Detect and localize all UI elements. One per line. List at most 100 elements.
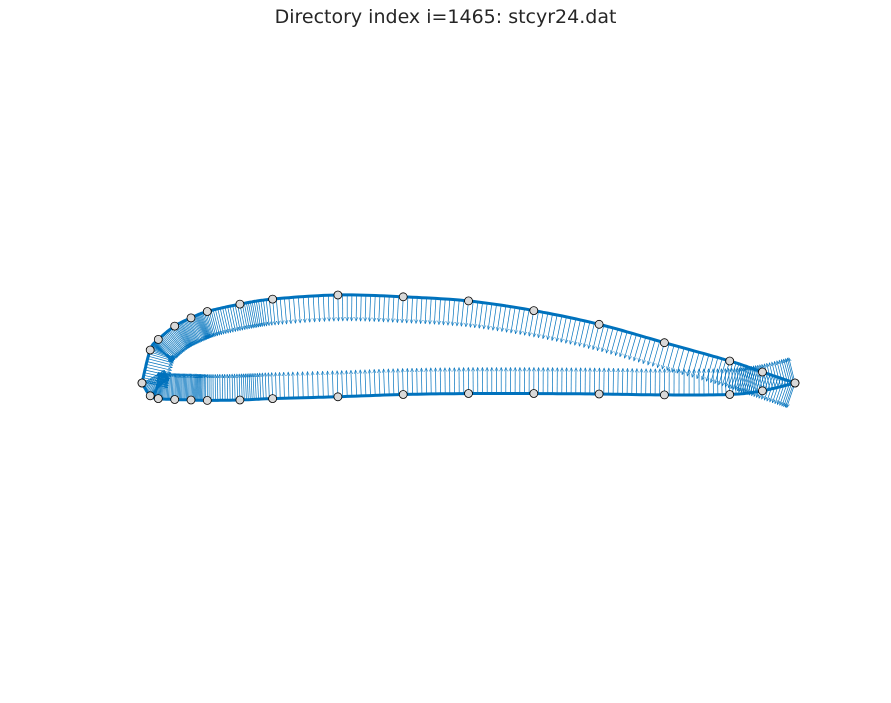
normal-arrow — [361, 295, 362, 321]
normal-arrow — [313, 295, 315, 322]
normal-arrow — [579, 320, 586, 346]
normal-arrow — [247, 302, 253, 329]
normal-arrow — [735, 368, 737, 395]
normal-arrow — [166, 331, 183, 352]
normal-arrow — [249, 374, 250, 400]
normal-arrow — [237, 374, 238, 401]
surface-point-marker — [529, 389, 539, 398]
normal-arrow — [275, 298, 278, 325]
normal-arrow — [667, 345, 675, 370]
normal-arrow — [203, 374, 204, 401]
normal-arrow — [174, 374, 175, 400]
surface-point-marker — [464, 389, 473, 398]
normal-arrow — [298, 372, 299, 398]
normal-arrow — [470, 301, 474, 327]
normal-arrow — [169, 373, 170, 400]
surface-point-marker — [170, 395, 180, 404]
normal-arrow — [195, 374, 196, 401]
normal-arrow — [157, 373, 161, 399]
normal-arrow — [430, 298, 431, 324]
normal-arrow — [620, 331, 628, 357]
normal-arrow — [384, 369, 385, 396]
surface-point-marker — [186, 395, 196, 405]
normal-arrow — [611, 329, 619, 354]
normal-arrow — [308, 296, 310, 322]
normal-arrow — [199, 374, 200, 401]
surface-point-marker — [268, 394, 278, 404]
normal-arrow — [265, 299, 269, 326]
normal-arrow — [165, 332, 183, 353]
surface-point-marker — [594, 319, 604, 329]
normal-arrow — [237, 304, 243, 331]
normal-arrow — [365, 295, 366, 321]
normal-arrow — [412, 368, 413, 395]
normal-arrow — [255, 301, 260, 327]
normal-arrow — [186, 374, 187, 400]
normal-arrow — [516, 308, 521, 334]
normal-arrow — [234, 305, 240, 331]
normal-arrow — [177, 323, 191, 347]
normal-arrow — [146, 361, 172, 368]
normal-arrow — [787, 358, 795, 384]
normal-arrow — [737, 368, 740, 395]
normal-arrow — [421, 368, 422, 395]
normal-arrow — [208, 310, 216, 336]
surface-point-marker — [398, 390, 408, 399]
normal-arrow — [215, 309, 221, 334]
normal-arrow — [170, 373, 171, 400]
surface-point-marker — [153, 394, 163, 404]
normal-arrow — [752, 366, 757, 392]
normal-arrow — [243, 374, 244, 400]
normal-arrow — [397, 296, 398, 323]
surface-point-marker — [235, 395, 245, 405]
normal-arrow — [164, 333, 182, 354]
normal-arrow — [203, 312, 212, 337]
normal-arrow — [719, 359, 727, 385]
normal-arrow — [199, 313, 209, 338]
normal-arrow — [243, 303, 249, 329]
normal-arrow — [747, 369, 757, 395]
normal-arrow — [188, 318, 200, 343]
normal-arrow — [156, 373, 160, 399]
normal-arrow — [219, 308, 226, 333]
normal-arrow — [166, 373, 167, 400]
normal-arrow — [625, 333, 633, 358]
normal-arrow — [212, 309, 219, 335]
normal-arrow — [602, 326, 609, 352]
normal-arrow — [323, 371, 324, 398]
surface-point-marker — [660, 390, 669, 400]
normal-arrow — [260, 300, 265, 326]
normal-arrow — [155, 373, 159, 399]
normal-arrow — [717, 369, 718, 395]
normal-arrow — [575, 319, 581, 345]
normal-arrow — [757, 372, 766, 398]
surface-point-marker — [186, 313, 196, 323]
normal-arrow — [393, 296, 394, 322]
normal-arrow — [245, 374, 246, 400]
normal-arrow — [318, 371, 319, 398]
normal-arrow — [597, 325, 605, 351]
normal-arrow — [484, 303, 488, 329]
normal-arrow — [279, 298, 282, 324]
normal-arrow — [715, 358, 723, 384]
normal-arrow — [197, 374, 198, 401]
surface-point-marker — [333, 392, 343, 402]
surface-point-marker — [725, 390, 735, 399]
normal-arrow — [356, 370, 357, 397]
normal-arrow — [227, 306, 233, 333]
normal-arrow — [379, 295, 380, 322]
normal-arrow — [210, 310, 218, 336]
normal-arrow — [566, 317, 572, 343]
normal-arrow — [452, 299, 455, 326]
surface-point-marker — [398, 292, 408, 302]
normal-arrow — [672, 346, 680, 372]
surface-point-marker — [268, 294, 278, 304]
normal-arrow — [439, 298, 441, 325]
normal-arrow — [164, 373, 166, 400]
normal-arrow — [328, 295, 329, 321]
normal-arrow — [543, 313, 549, 339]
normal-arrow — [584, 322, 591, 347]
normal-arrow — [497, 305, 502, 331]
normal-arrow — [205, 311, 213, 337]
normal-arrow — [171, 327, 187, 349]
